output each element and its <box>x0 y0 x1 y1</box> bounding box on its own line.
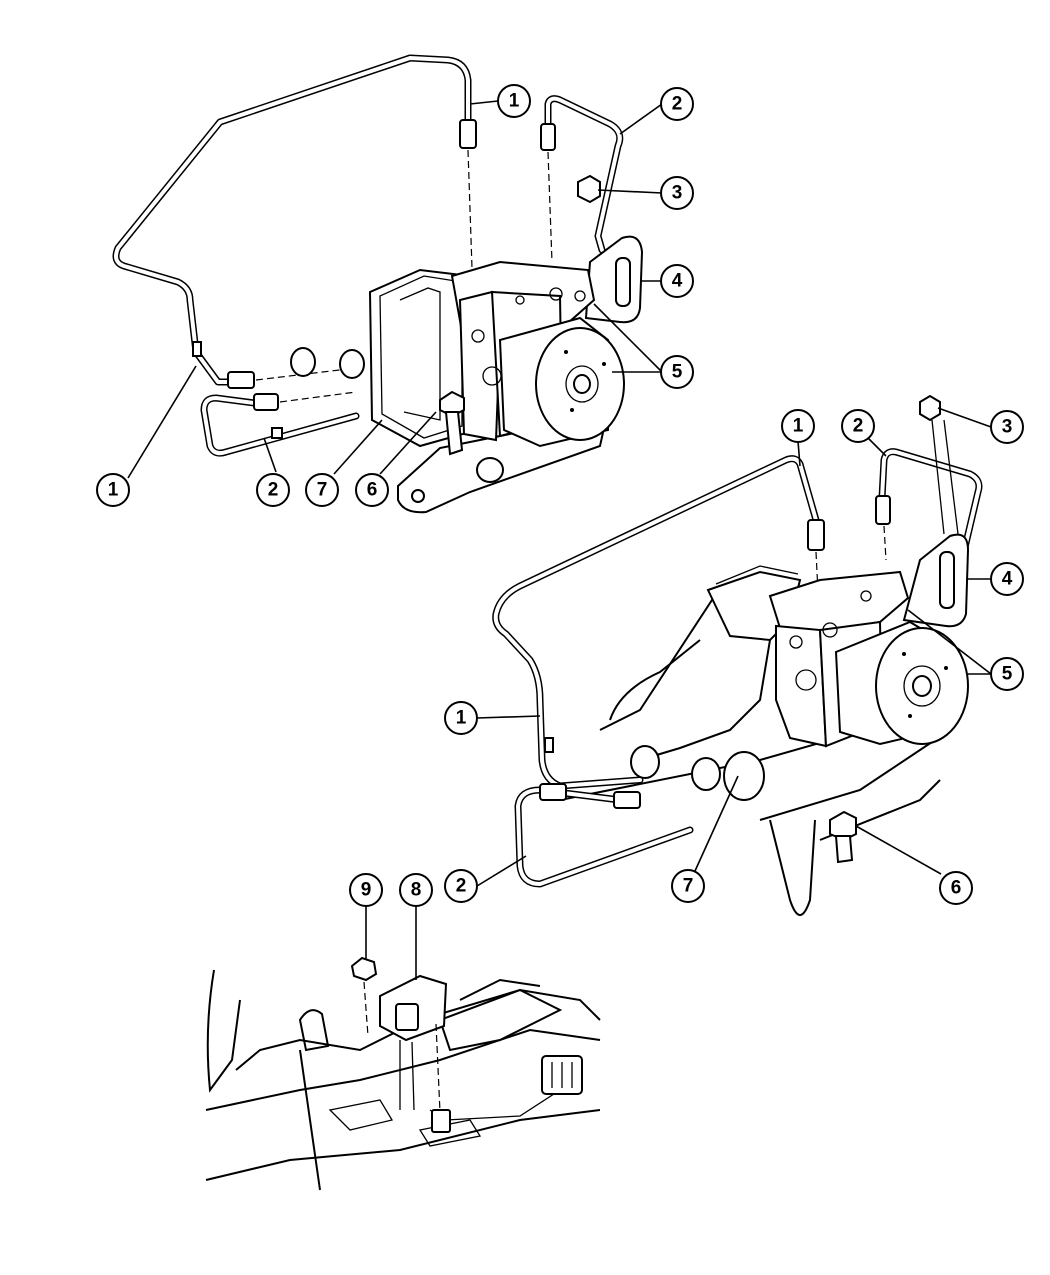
callout-1: 1 <box>444 701 478 735</box>
callout-label: 2 <box>853 416 864 437</box>
callout-7: 7 <box>305 473 339 507</box>
callout-label: 6 <box>367 480 378 501</box>
callout-label: 1 <box>108 480 119 501</box>
callout-label: 3 <box>672 183 683 204</box>
callout-label: 2 <box>268 480 279 501</box>
callout-1: 1 <box>781 409 815 443</box>
callout-3: 3 <box>660 176 694 210</box>
callout-7: 7 <box>671 869 705 903</box>
callout-2: 2 <box>841 409 875 443</box>
callout-1: 1 <box>96 473 130 507</box>
callout-9: 9 <box>349 873 383 907</box>
sensor-installation <box>205 956 601 1191</box>
callout-2: 2 <box>444 869 478 903</box>
callout-label: 9 <box>361 880 372 901</box>
callout-6: 6 <box>355 473 389 507</box>
callout-label: 3 <box>1002 417 1013 438</box>
callout-label: 1 <box>793 416 804 437</box>
lower-abs-assembly <box>492 394 983 916</box>
callout-4: 4 <box>990 562 1024 596</box>
callout-2: 2 <box>256 473 290 507</box>
callout-label: 6 <box>951 878 962 899</box>
callout-4: 4 <box>660 264 694 298</box>
callout-3: 3 <box>990 410 1024 444</box>
callout-label: 5 <box>1002 664 1013 685</box>
callout-label: 2 <box>672 94 683 115</box>
callout-label: 2 <box>456 876 467 897</box>
callout-8: 8 <box>399 873 433 907</box>
callout-label: 1 <box>509 91 520 112</box>
callout-1: 1 <box>497 84 531 118</box>
leader-lines <box>127 100 992 980</box>
callout-5: 5 <box>990 657 1024 691</box>
callout-label: 1 <box>456 708 467 729</box>
callout-label: 7 <box>683 876 694 897</box>
callout-label: 8 <box>411 880 422 901</box>
callout-6: 6 <box>939 871 973 905</box>
callout-label: 5 <box>672 362 683 383</box>
callout-label: 7 <box>317 480 328 501</box>
callout-label: 4 <box>672 271 683 292</box>
upper-abs-assembly <box>112 54 644 514</box>
callout-5: 5 <box>660 355 694 389</box>
callout-label: 4 <box>1002 569 1013 590</box>
callout-2: 2 <box>660 87 694 121</box>
